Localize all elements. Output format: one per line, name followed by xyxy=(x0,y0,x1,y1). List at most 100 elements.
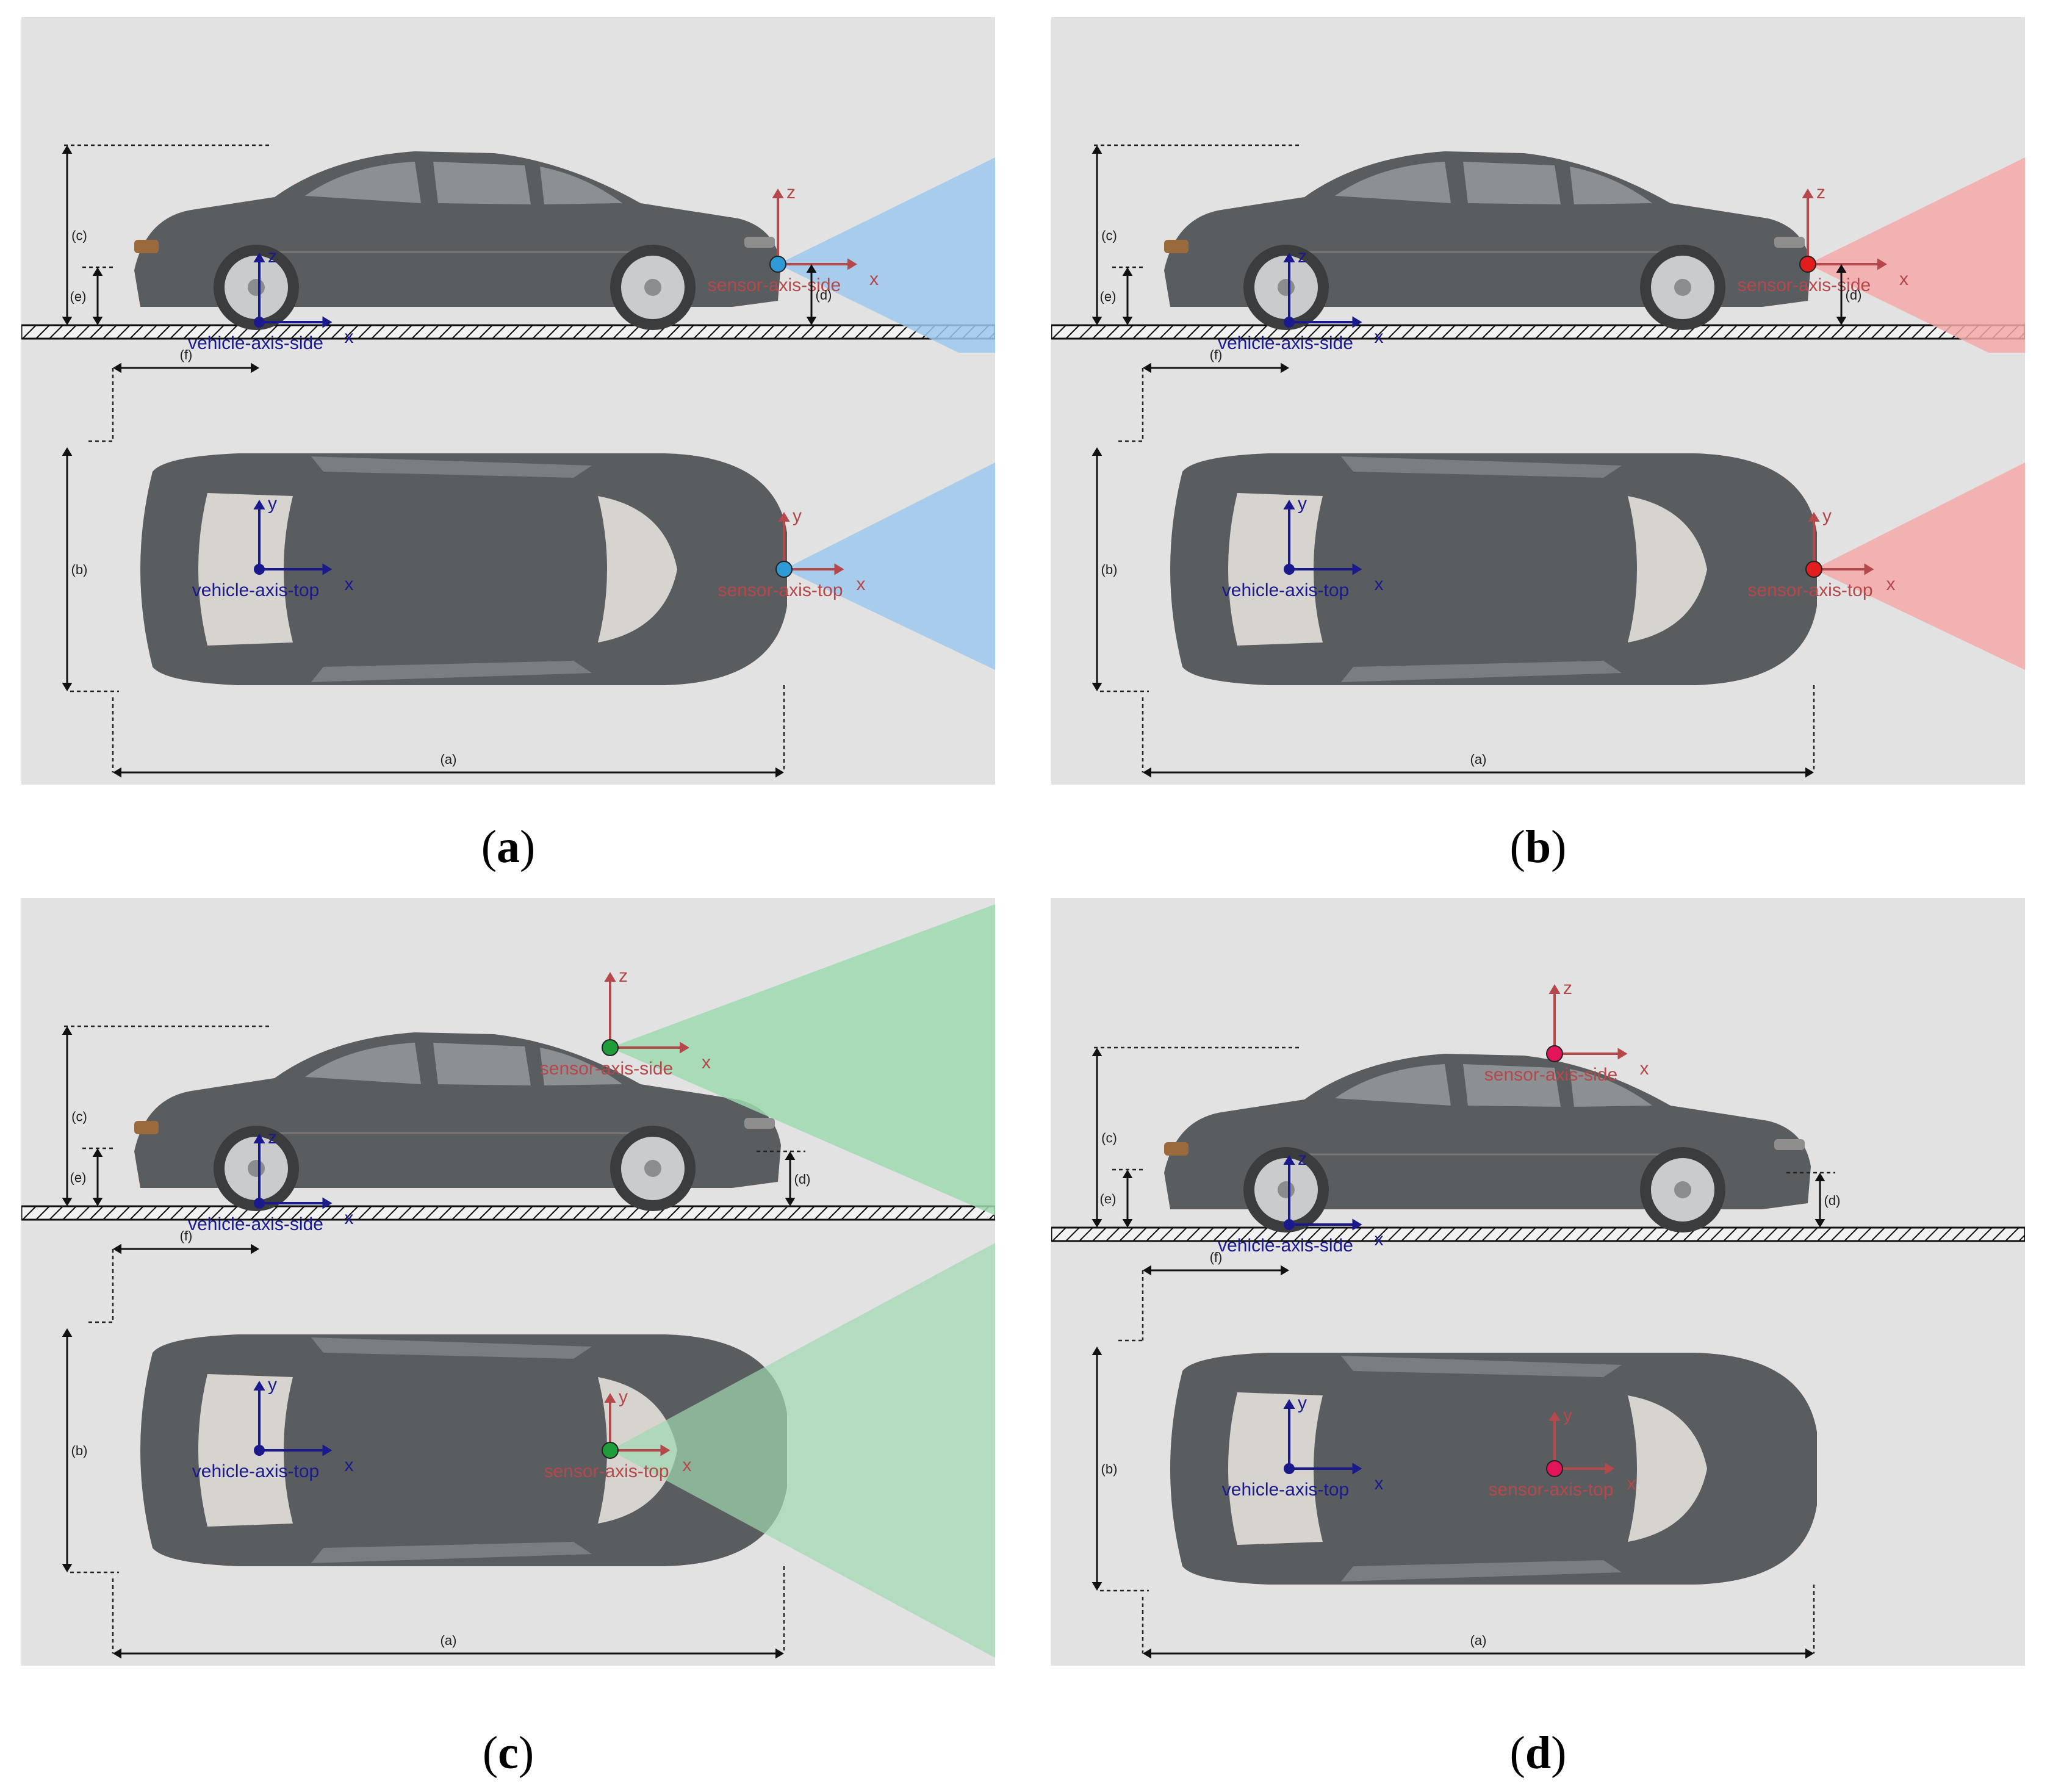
axis-label-right: x xyxy=(345,1455,354,1475)
sensor-beam-side xyxy=(1808,157,2025,353)
dimension-label: (d) xyxy=(816,287,832,303)
dimension-label: (a) xyxy=(1470,752,1487,767)
panel-svg: zxvehicle-axis-sideyxvehicle-axis-topzxs… xyxy=(1051,898,2025,1666)
dimension-label: (b) xyxy=(71,1443,88,1458)
dimension-a: (a) xyxy=(1143,1633,1814,1659)
dimension-f: (f) xyxy=(1143,1250,1289,1276)
sensor-marker-side xyxy=(1799,256,1816,273)
rear-door-window xyxy=(1463,162,1561,204)
sensor-marker-top xyxy=(1805,561,1822,578)
axis-label-up: z xyxy=(1563,978,1572,998)
ground-line xyxy=(1051,324,2025,340)
front-door-window xyxy=(1570,167,1652,204)
axis-label-up: z xyxy=(786,182,796,203)
car-top-view xyxy=(140,453,787,685)
axis-label-right: x xyxy=(345,574,354,594)
ground-line xyxy=(1051,1226,2025,1242)
dimension-label: (e) xyxy=(1100,289,1117,304)
axis-label-right: x xyxy=(702,1053,711,1073)
axis-label-up: z xyxy=(1298,246,1307,267)
rear-window xyxy=(1335,1064,1451,1106)
dimension-label: (b) xyxy=(71,562,88,577)
axis-origin xyxy=(254,317,265,328)
rear-window xyxy=(305,162,421,203)
axis-label-out: sensor-axis-top xyxy=(544,1461,669,1481)
axis-label-up: z xyxy=(1816,182,1825,203)
side-glass-left xyxy=(311,456,592,478)
front-windshield xyxy=(1628,496,1707,642)
dimension-b: (b) xyxy=(62,447,88,691)
dimension-a: (a) xyxy=(1143,752,1814,778)
axis-label-out: sensor-axis-side xyxy=(708,275,841,295)
car-side-view xyxy=(134,151,781,330)
dimension-label: (c) xyxy=(1101,228,1117,243)
dimension-label: (d) xyxy=(1824,1193,1841,1208)
caption-b: (b) xyxy=(1509,821,1567,873)
dimension-f: (f) xyxy=(113,347,259,373)
car-top-view xyxy=(1170,1353,1817,1585)
axis-label-up: y xyxy=(268,494,277,514)
dimension-f: (f) xyxy=(113,1228,259,1254)
dimension-d: (d) xyxy=(1836,264,1861,325)
axis-label-up: y xyxy=(268,1375,277,1395)
sensor-marker-top xyxy=(602,1442,619,1459)
dimension-label: (f) xyxy=(180,347,193,362)
front-windshield xyxy=(1628,1395,1707,1542)
axis-label-right: x xyxy=(683,1455,692,1475)
panel-svg: zxvehicle-axis-sideyxvehicle-axis-topzxs… xyxy=(21,17,995,785)
tail-light xyxy=(134,240,159,253)
head-light xyxy=(744,237,775,248)
caption-d: (d) xyxy=(1509,1727,1567,1779)
axis-origin xyxy=(254,564,265,575)
axis-label-up: y xyxy=(1298,1393,1307,1413)
front-door-window xyxy=(540,1048,622,1085)
rear-door-window xyxy=(433,162,531,204)
dimension-e: (e) xyxy=(70,1148,103,1206)
rear-windshield xyxy=(198,1374,293,1527)
axis-label-out: sensor-axis-top xyxy=(718,580,843,600)
axis-label-out: vehicle-axis-top xyxy=(1222,1480,1349,1500)
dimension-a: (a) xyxy=(113,752,784,778)
axis-origin xyxy=(1284,1463,1295,1474)
sensor-beam-top xyxy=(784,462,995,670)
dimension-f: (f) xyxy=(1143,347,1289,373)
car-side-view xyxy=(1164,1054,1811,1232)
dimension-label: (d) xyxy=(794,1171,811,1187)
rear-door-window xyxy=(433,1043,531,1085)
tail-light xyxy=(1164,1142,1189,1156)
axis-label-right: x xyxy=(1375,1474,1384,1494)
side-glass-right xyxy=(311,1542,592,1563)
caption-c: (c) xyxy=(482,1727,534,1779)
axis-origin xyxy=(1284,1219,1295,1230)
dimension-label: (a) xyxy=(441,1633,457,1648)
car-top-view xyxy=(140,1334,787,1566)
axis-label-out: vehicle-axis-top xyxy=(1222,580,1349,600)
axis-label-right: x xyxy=(1640,1059,1649,1079)
axis-label-out: sensor-axis-side xyxy=(1738,275,1871,295)
sensor-marker-side xyxy=(769,256,786,273)
axis-label-up: z xyxy=(268,246,277,267)
front-windshield xyxy=(598,496,677,642)
rear-windshield xyxy=(1228,1392,1323,1545)
dimension-c: (c) xyxy=(62,145,87,325)
dimension-label: (f) xyxy=(1210,347,1223,362)
dimension-d: (d) xyxy=(785,1151,811,1206)
axis-label-up: y xyxy=(619,1387,628,1407)
tail-light xyxy=(134,1121,159,1134)
dimension-c: (c) xyxy=(1092,1048,1117,1228)
axis-label-out: vehicle-axis-side xyxy=(1218,333,1353,353)
dimension-e: (e) xyxy=(70,267,103,325)
axis-label-out: sensor-axis-side xyxy=(540,1059,673,1079)
sensor-beam-top xyxy=(1814,462,2025,670)
axis-label-out: vehicle-axis-side xyxy=(1218,1236,1353,1256)
axis-label-out: vehicle-axis-top xyxy=(192,580,319,600)
axis-label-right: x xyxy=(345,1208,354,1228)
axis-label-right: x xyxy=(1375,327,1384,347)
dimension-d: (d) xyxy=(806,264,832,325)
panel-svg: zxvehicle-axis-sideyxvehicle-axis-topzxs… xyxy=(1051,17,2025,785)
axis-label-right: x xyxy=(869,269,879,289)
